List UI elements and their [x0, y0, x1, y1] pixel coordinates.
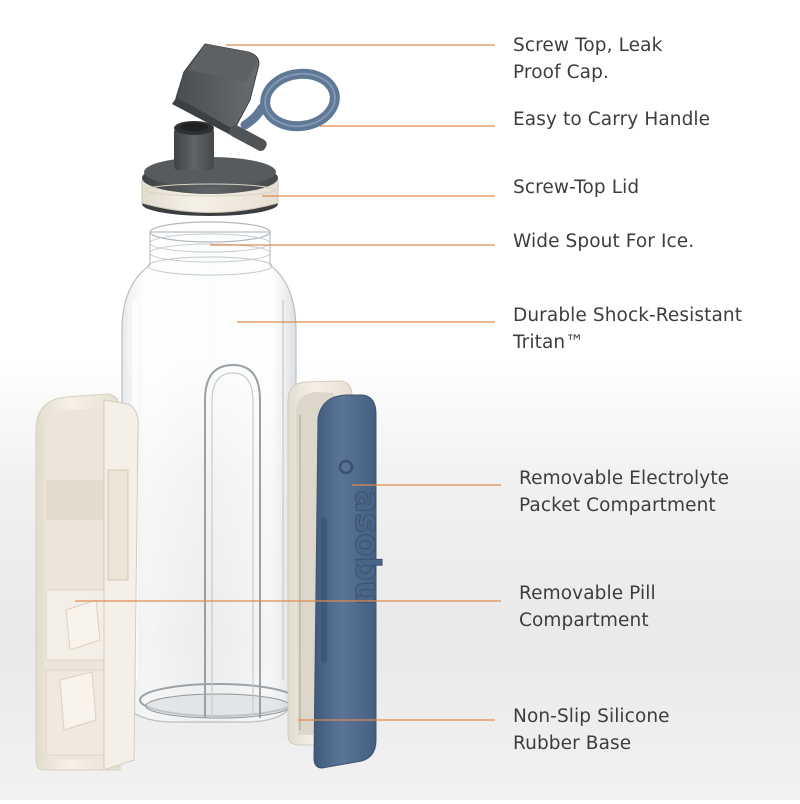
pill-compartment: [35, 393, 139, 771]
callout-text-line: Non-Slip Silicone: [513, 706, 670, 727]
callout-text-line: Removable Pill: [519, 583, 656, 604]
brand-embossing: asobu: [347, 490, 387, 605]
screw-top-cap: [172, 43, 267, 151]
callout-text-line: Tritan™: [513, 332, 584, 353]
silicone-rubber-sleeve: asobu: [313, 394, 388, 769]
callout-silicone-base: Non-Slip Silicone Rubber Base: [513, 703, 670, 757]
callout-electrolyte-compartment: Removable Electrolyte Packet Compartment: [519, 465, 729, 519]
carry-handle: [240, 68, 340, 132]
callout-text-line: Packet Compartment: [519, 495, 716, 516]
callout-text-line: Removable Electrolyte: [519, 468, 730, 489]
screw-top-lid: [141, 121, 279, 216]
callout-text-line: Rubber Base: [513, 733, 632, 754]
leader-lines: [75, 44, 501, 721]
callout-carry-handle: Easy to Carry Handle: [513, 106, 710, 133]
callout-screw-top-lid: Screw-Top Lid: [513, 174, 639, 201]
callout-text-line: Durable Shock-Resistant: [513, 305, 743, 326]
callout-text-line: Wide Spout For Ice.: [513, 231, 695, 252]
callout-pill-compartment: Removable Pill Compartment: [519, 580, 656, 634]
callout-text-line: Easy to Carry Handle: [513, 109, 711, 130]
callout-wide-spout: Wide Spout For Ice.: [513, 228, 694, 255]
callout-tritan: Durable Shock-Resistant Tritan™: [513, 302, 742, 356]
callout-screw-top-cap: Screw Top, Leak Proof Cap.: [513, 32, 662, 86]
callout-text-line: Proof Cap.: [513, 62, 609, 83]
callout-text-line: Screw Top, Leak: [513, 35, 663, 56]
tritan-bottle: [121, 221, 297, 723]
callout-text-line: Compartment: [519, 610, 649, 631]
callout-text-line: Screw-Top Lid: [513, 177, 640, 198]
